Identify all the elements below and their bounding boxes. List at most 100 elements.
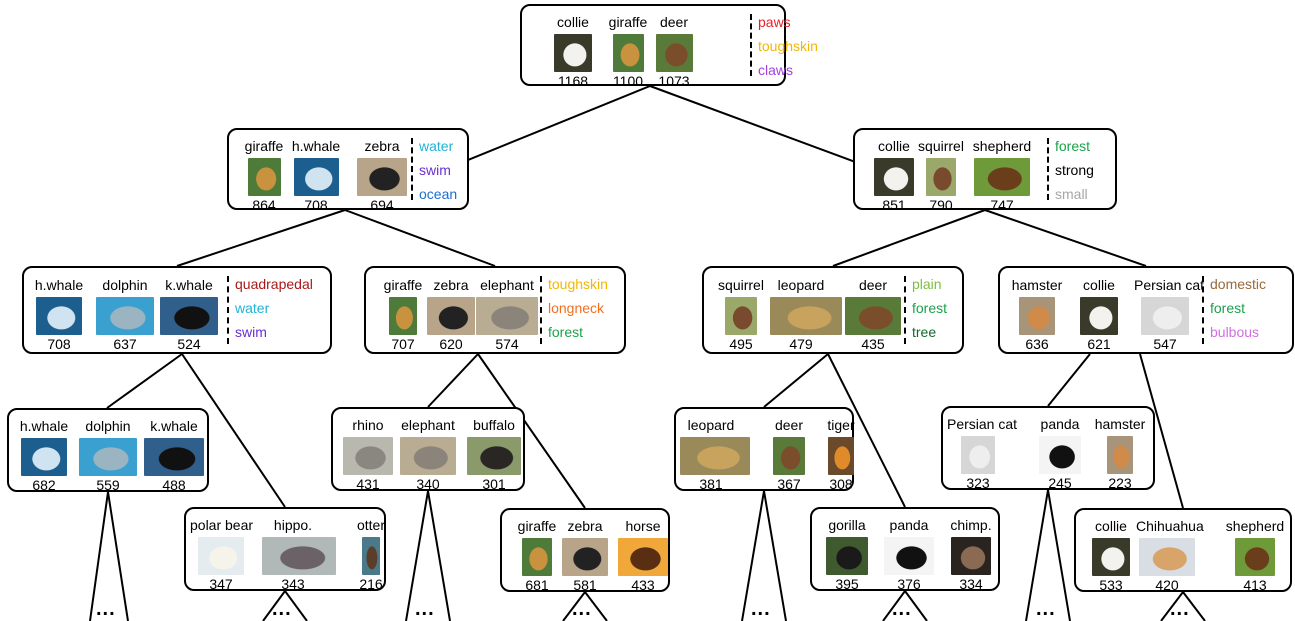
tree-edge [562, 591, 586, 621]
attribute-label: water [419, 138, 454, 154]
image-count: 708 [304, 197, 328, 213]
panda-photo [884, 537, 934, 575]
tree-edge [107, 491, 129, 621]
image-count: 637 [113, 336, 137, 352]
animal-cell: polar bear 347 [190, 517, 254, 592]
animal-name: deer [659, 14, 689, 30]
attribute-separator [750, 14, 752, 76]
collie-photo [1092, 538, 1130, 576]
image-count: 681 [525, 577, 549, 593]
attribute-separator [1047, 138, 1049, 200]
tree-edge [106, 353, 183, 409]
attribute-label: plain [912, 276, 942, 292]
image-count: 435 [861, 336, 885, 352]
image-count: 420 [1155, 577, 1179, 593]
leopard-photo [770, 297, 842, 335]
more-subtree-ellipsis: ... [1170, 598, 1190, 620]
attribute-label: toughskin [548, 276, 608, 292]
tree-edge [262, 590, 286, 621]
attribute-label: domestic [1210, 276, 1267, 292]
animal-cell: panda 376 [878, 517, 940, 592]
panda-photo [1039, 436, 1081, 474]
hamster-photo [1107, 436, 1133, 474]
animal-name: Persian cat [1134, 277, 1205, 293]
animal-name: deer [858, 277, 888, 293]
rhino-photo [343, 437, 393, 475]
animal-cell: hippo. 343 [262, 517, 336, 592]
orca-photo [160, 297, 218, 335]
animal-name: gorilla [828, 517, 866, 533]
image-count: 347 [209, 576, 233, 592]
image-count: 581 [573, 577, 597, 593]
image-count: 376 [897, 576, 921, 592]
animal-name: Persian cat [947, 416, 1018, 432]
animal-name: squirrel [718, 277, 764, 293]
attribute-separator [1202, 276, 1204, 344]
animal-name: Chihuahua [1136, 518, 1204, 534]
tree-edge [1047, 489, 1071, 621]
tree-edge [904, 590, 928, 621]
more-subtree-ellipsis: ... [96, 598, 116, 620]
tree-edge [832, 209, 986, 267]
tree-edge [1139, 353, 1184, 509]
image-count: 367 [777, 476, 801, 492]
tree-edge [882, 590, 906, 621]
animal-name: chimp. [950, 517, 992, 533]
attribute-separator [904, 276, 906, 344]
animal-name: hippo. [273, 517, 313, 533]
animal-name: panda [889, 517, 929, 533]
animal-cell: Chihuahua 420 [1136, 518, 1204, 593]
image-count: 864 [252, 197, 276, 213]
elephant-photo [476, 297, 538, 335]
animal-name: collie [1095, 518, 1127, 534]
shepherd-photo [974, 158, 1030, 196]
tree-edge [477, 353, 586, 509]
animal-name: hamster [1094, 416, 1146, 432]
image-count: 1073 [658, 73, 690, 89]
attribute-label: ocean [419, 186, 458, 202]
animal-name: zebra [433, 277, 469, 293]
image-count: 574 [495, 336, 519, 352]
image-count: 343 [281, 576, 305, 592]
giraffe-photo [247, 158, 281, 196]
attribute-label: claws [758, 62, 794, 78]
image-count: 495 [729, 336, 753, 352]
animal-name: k.whale [150, 418, 198, 434]
tree-edge [181, 353, 286, 508]
animal-name: shepherd [1225, 518, 1285, 534]
animal-name: horse [625, 518, 661, 534]
animal-name: giraffe [517, 518, 557, 534]
animal-name: h.whale [34, 277, 84, 293]
animal-name: elephant [401, 417, 455, 433]
animal-name: panda [1040, 416, 1080, 432]
shepherd-photo [1235, 538, 1275, 576]
animal-name: polar bear [190, 517, 254, 533]
